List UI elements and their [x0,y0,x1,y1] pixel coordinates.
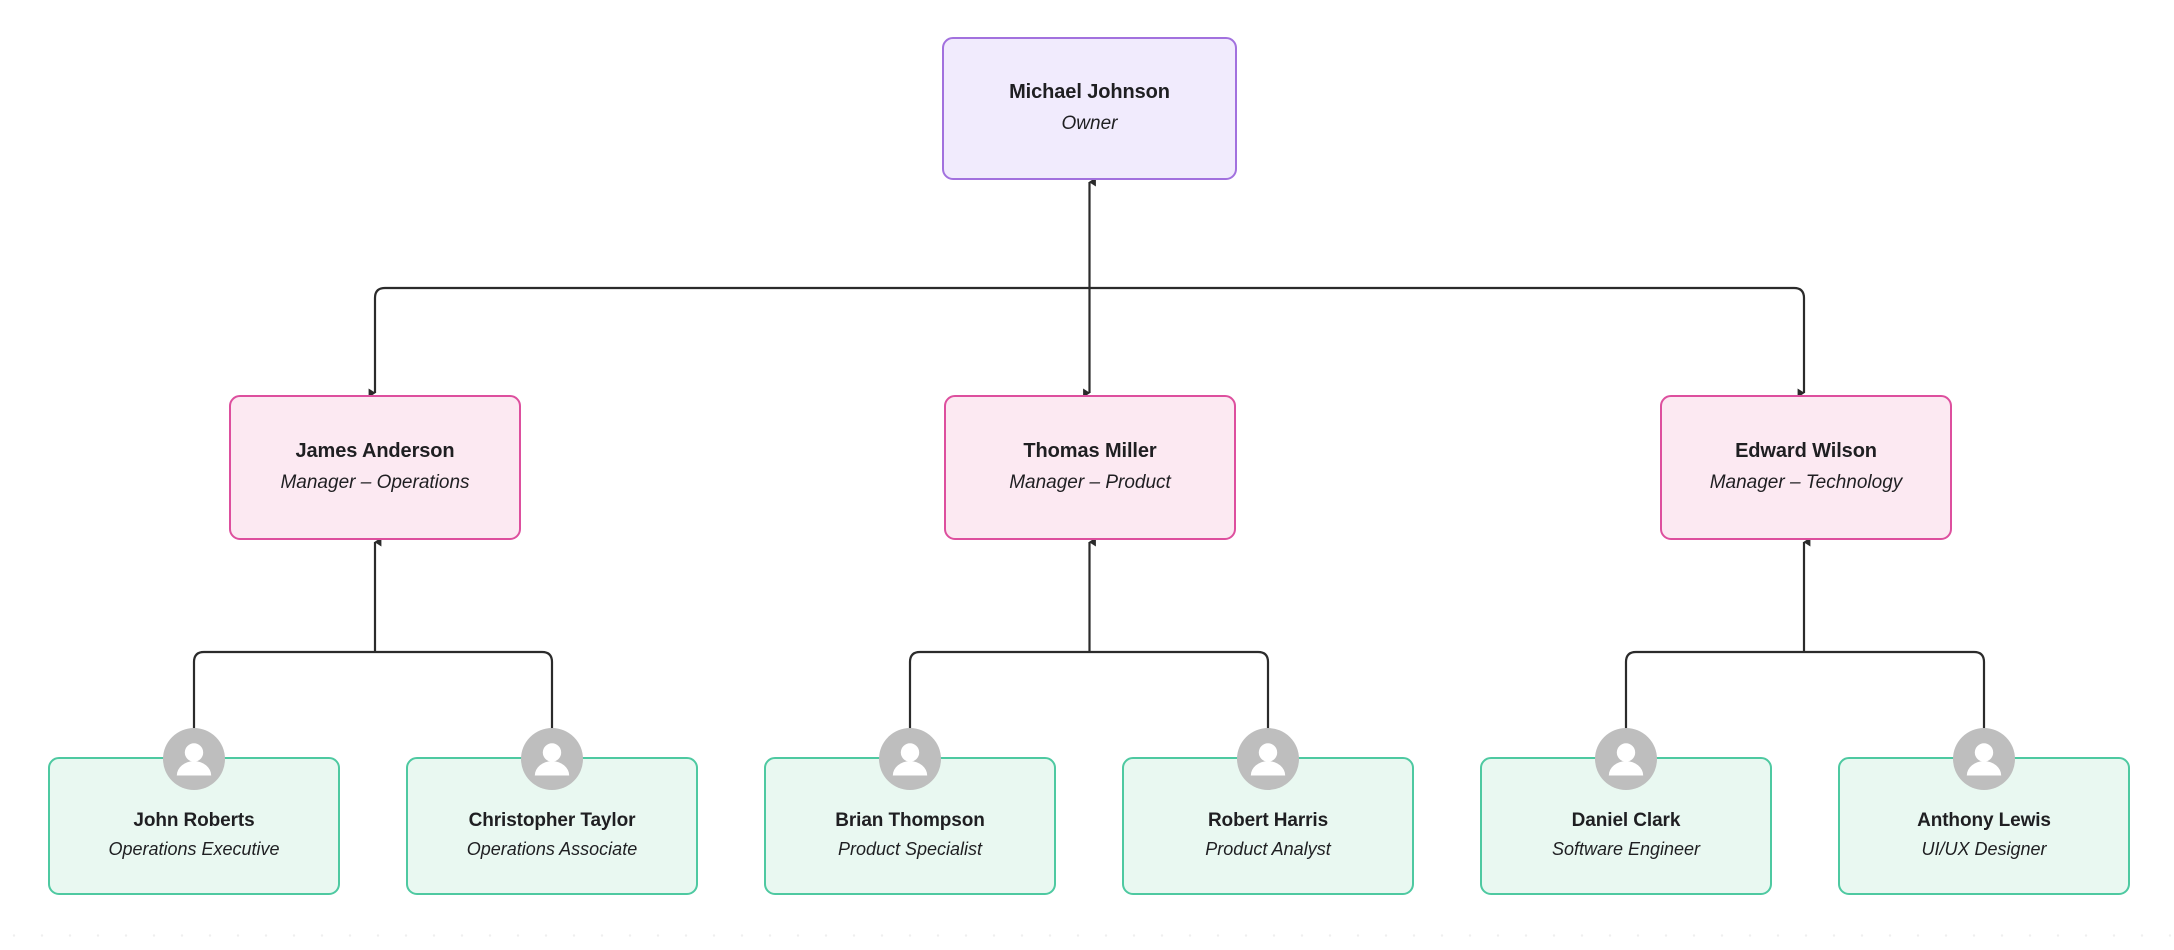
org-node-employee-anthony-lewis[interactable]: Anthony Lewis UI/UX Designer [1838,728,2130,895]
org-node-employee-christopher-taylor[interactable]: Christopher Taylor Operations Associate [406,728,698,895]
node-name: Christopher Taylor [468,810,636,831]
node-title: Owner [1061,113,1118,135]
node-name: Daniel Clark [1571,810,1681,831]
node-name: Thomas Miller [1023,440,1157,463]
node-title: Operations Associate [466,838,638,859]
node-name: John Roberts [133,810,255,831]
node-name: Robert Harris [1207,810,1329,831]
org-node-manager-technology[interactable]: Edward Wilson Manager – Technology [1660,395,1952,540]
person-avatar-icon [879,728,941,790]
org-node-employee-brian-thompson[interactable]: Brian Thompson Product Specialist [764,728,1056,895]
node-title: Operations Executive [108,838,280,859]
org-node-manager-operations[interactable]: James Anderson Manager – Operations [229,395,521,540]
node-title: Product Analyst [1205,838,1331,859]
node-name: Brian Thompson [835,810,985,831]
dotted-guide-line [0,933,2174,938]
node-title: Product Specialist [837,838,983,859]
node-name: Anthony Lewis [1917,810,2051,831]
org-node-root[interactable]: Michael Johnson Owner [942,37,1237,180]
node-name: Michael Johnson [1009,81,1170,104]
node-title: Manager – Technology [1709,472,1903,494]
edge-root-to-edward [1089,286,1806,398]
node-title: UI/UX Designer [1921,838,2047,859]
node-title: Software Engineer [1551,838,1701,859]
edge-root-to-james [368,286,1090,398]
org-node-manager-product[interactable]: Thomas Miller Manager – Product [944,395,1236,540]
person-avatar-icon [1953,728,2015,790]
org-node-employee-robert-harris[interactable]: Robert Harris Product Analyst [1122,728,1414,895]
node-title: Manager – Product [1009,472,1171,494]
node-name: Edward Wilson [1735,440,1877,463]
person-avatar-icon [1237,728,1299,790]
org-node-employee-john-roberts[interactable]: John Roberts Operations Executive [48,728,340,895]
org-node-employee-daniel-clark[interactable]: Daniel Clark Software Engineer [1480,728,1772,895]
node-name: James Anderson [295,440,455,463]
person-avatar-icon [1595,728,1657,790]
person-avatar-icon [521,728,583,790]
node-title: Manager – Operations [280,472,470,494]
person-avatar-icon [163,728,225,790]
